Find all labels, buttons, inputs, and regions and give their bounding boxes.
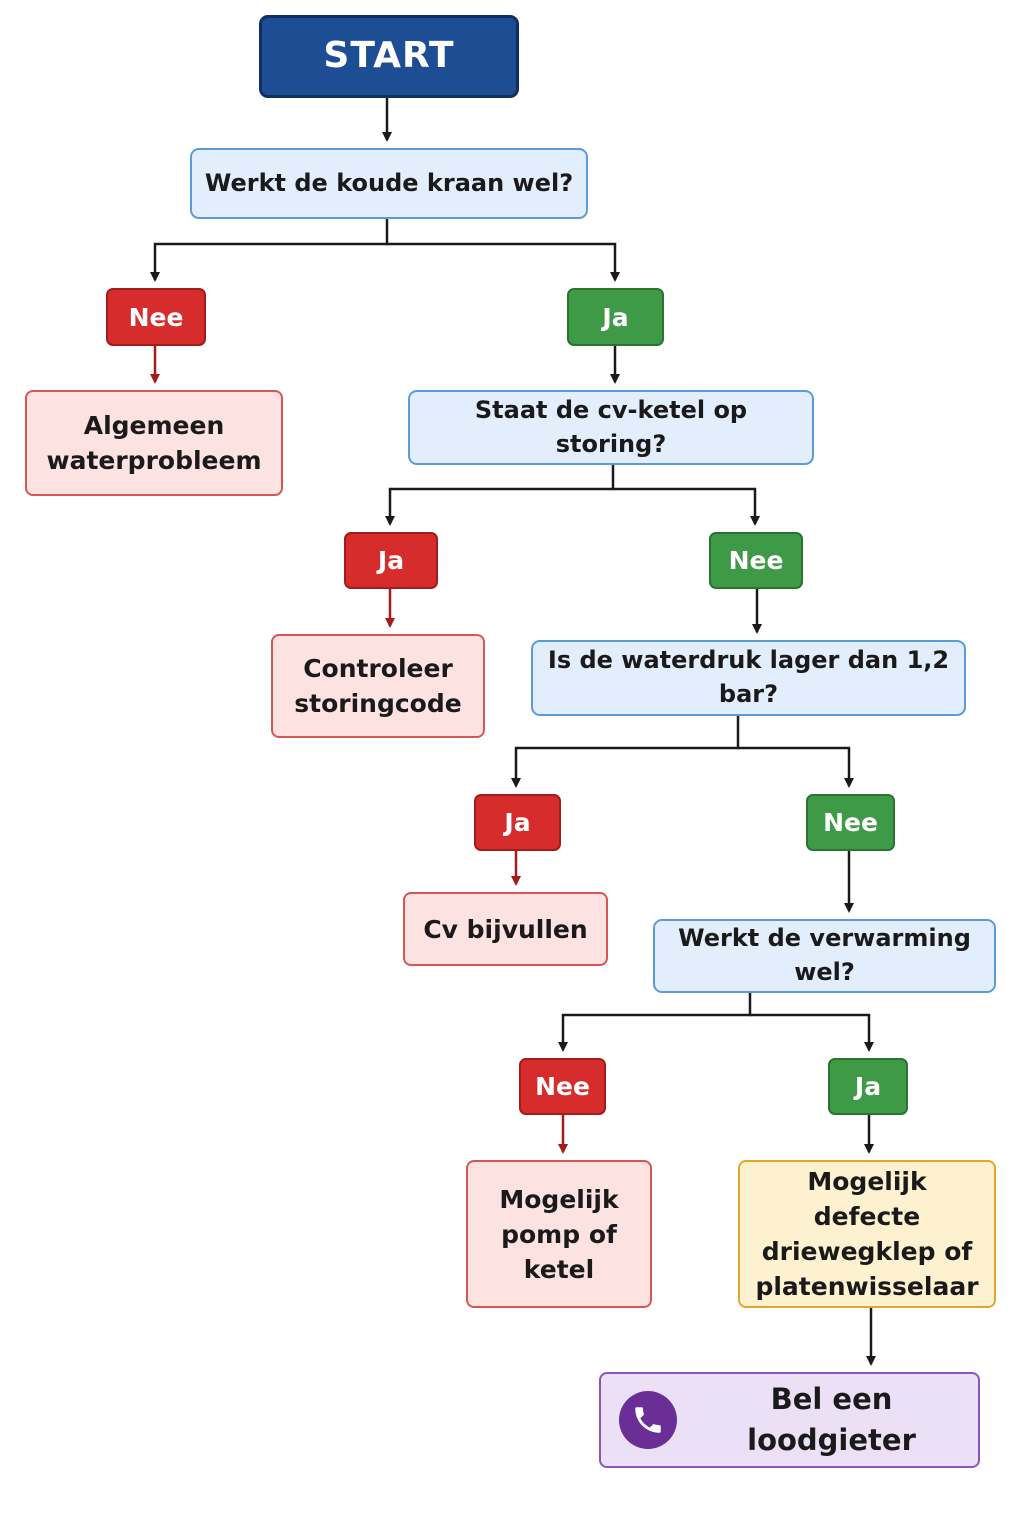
outcome-text: Mogelijk pomp of ketel xyxy=(499,1184,619,1284)
start-label: START xyxy=(323,35,455,77)
branch-q2-ja: Ja xyxy=(344,532,438,589)
question-cv-storing: Staat de cv-ketel op storing? xyxy=(408,390,814,465)
call-plumber-label: Bel een loodgieter xyxy=(747,1382,916,1457)
branch-q2-nee: Nee xyxy=(709,532,803,589)
connector-q3-split-right xyxy=(738,746,854,788)
connector-q4-split-right xyxy=(750,1013,874,1052)
connector-q1-split-left xyxy=(150,219,389,282)
branch-q1-ja: Ja xyxy=(567,288,664,346)
branch-label: Ja xyxy=(377,546,405,575)
outcome-text: Cv bijvullen xyxy=(423,914,588,944)
outcome-cv-bijvullen: Cv bijvullen xyxy=(403,892,608,966)
question-text: Is de waterdruk lager dan 1,2 bar? xyxy=(547,646,950,708)
connector-q1-split-right xyxy=(387,242,620,282)
connector-q3-split-left xyxy=(511,716,740,788)
outcome-text: Algemeen waterprobleem xyxy=(46,411,262,475)
phone-icon xyxy=(619,1391,677,1449)
outcome-text: Controleer storingcode xyxy=(294,654,462,718)
outcome-controleer-storingcode: Controleer storingcode xyxy=(271,634,485,738)
branch-q1-nee: Nee xyxy=(106,288,206,346)
start-node: START xyxy=(259,15,519,98)
outcome-text: Mogelijk defecte driewegklep of platenwi… xyxy=(755,1167,979,1301)
branch-label: Nee xyxy=(823,808,878,837)
branch-label: Ja xyxy=(504,808,531,837)
connector-q2-split-right xyxy=(613,487,760,526)
branch-label: Ja xyxy=(854,1072,882,1101)
branch-q3-ja: Ja xyxy=(474,794,561,851)
branch-label: Nee xyxy=(728,546,784,575)
outcome-driewegklep: Mogelijk defecte driewegklep of platenwi… xyxy=(738,1160,996,1308)
question-text: Werkt de koude kraan wel? xyxy=(204,168,574,197)
branch-label: Nee xyxy=(535,1072,590,1101)
branch-q4-ja: Ja xyxy=(828,1058,908,1115)
question-text: Staat de cv-ketel op storing? xyxy=(474,395,748,458)
branch-q3-nee: Nee xyxy=(806,794,895,851)
branch-label: Ja xyxy=(602,302,629,332)
question-waterdruk: Is de waterdruk lager dan 1,2 bar? xyxy=(531,640,966,716)
question-cold-tap: Werkt de koude kraan wel? xyxy=(190,148,588,219)
outcome-algemeen-waterprobleem: Algemeen waterprobleem xyxy=(25,390,283,496)
call-plumber-box: Bel een loodgieter xyxy=(599,1372,980,1468)
question-text: Werkt de verwarming wel? xyxy=(678,924,971,986)
branch-label: Nee xyxy=(128,302,184,332)
question-verwarming: Werkt de verwarming wel? xyxy=(653,919,996,993)
connector-q2-split-left xyxy=(385,465,615,526)
outcome-pomp-of-ketel: Mogelijk pomp of ketel xyxy=(466,1160,652,1308)
branch-q4-nee: Nee xyxy=(519,1058,606,1115)
connector-q4-split-left xyxy=(558,993,752,1052)
